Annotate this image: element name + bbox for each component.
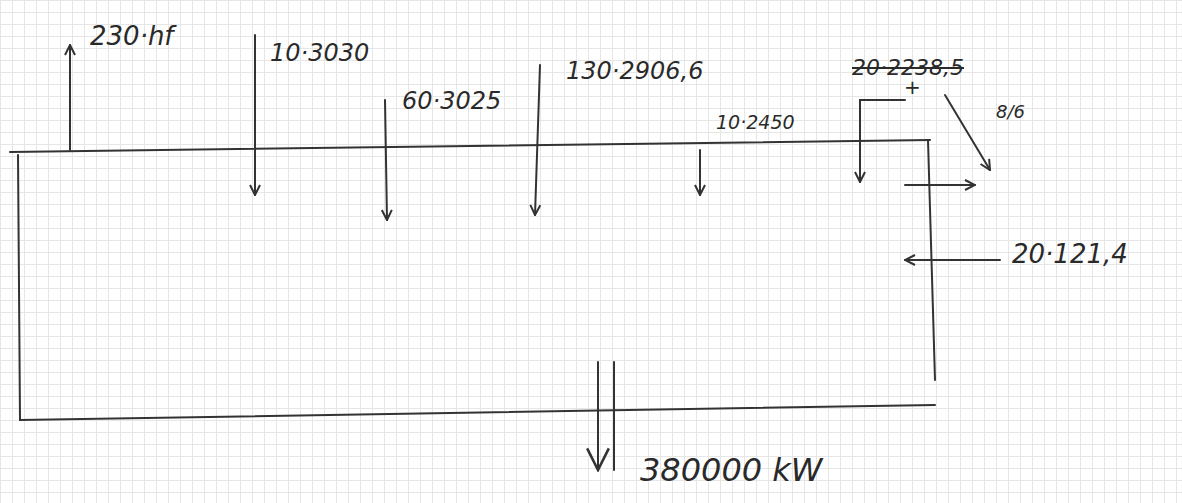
stream-label: 130·2906,6 xyxy=(566,58,703,86)
flow-arrow xyxy=(945,95,990,170)
flow-arrow xyxy=(905,184,975,186)
flow-arrow xyxy=(535,65,540,215)
power-arrow xyxy=(613,362,615,470)
flow-arrow xyxy=(385,100,387,220)
flow-arrow xyxy=(254,35,256,195)
flow-arrow xyxy=(699,150,701,195)
stream-label: 10·2450 xyxy=(716,112,795,134)
enthalpy-flow: 230·hf xyxy=(90,22,174,52)
flow-arrow xyxy=(859,100,861,182)
stream-label: 10·3030 xyxy=(270,40,369,68)
fraction-note: 8/6 xyxy=(996,102,1025,123)
power-arrow xyxy=(597,362,599,470)
stream-label: 60·3025 xyxy=(402,88,501,116)
flow-arrow xyxy=(905,259,1000,261)
control-volume-top xyxy=(10,140,930,152)
branch-line xyxy=(860,99,905,101)
control-volume-boundary xyxy=(18,155,935,420)
plus-sign: + xyxy=(904,76,921,99)
flow-arrow xyxy=(69,45,71,150)
stream-label: 20·121,4 xyxy=(1012,240,1128,270)
power-output: 380000 kW xyxy=(640,452,823,489)
